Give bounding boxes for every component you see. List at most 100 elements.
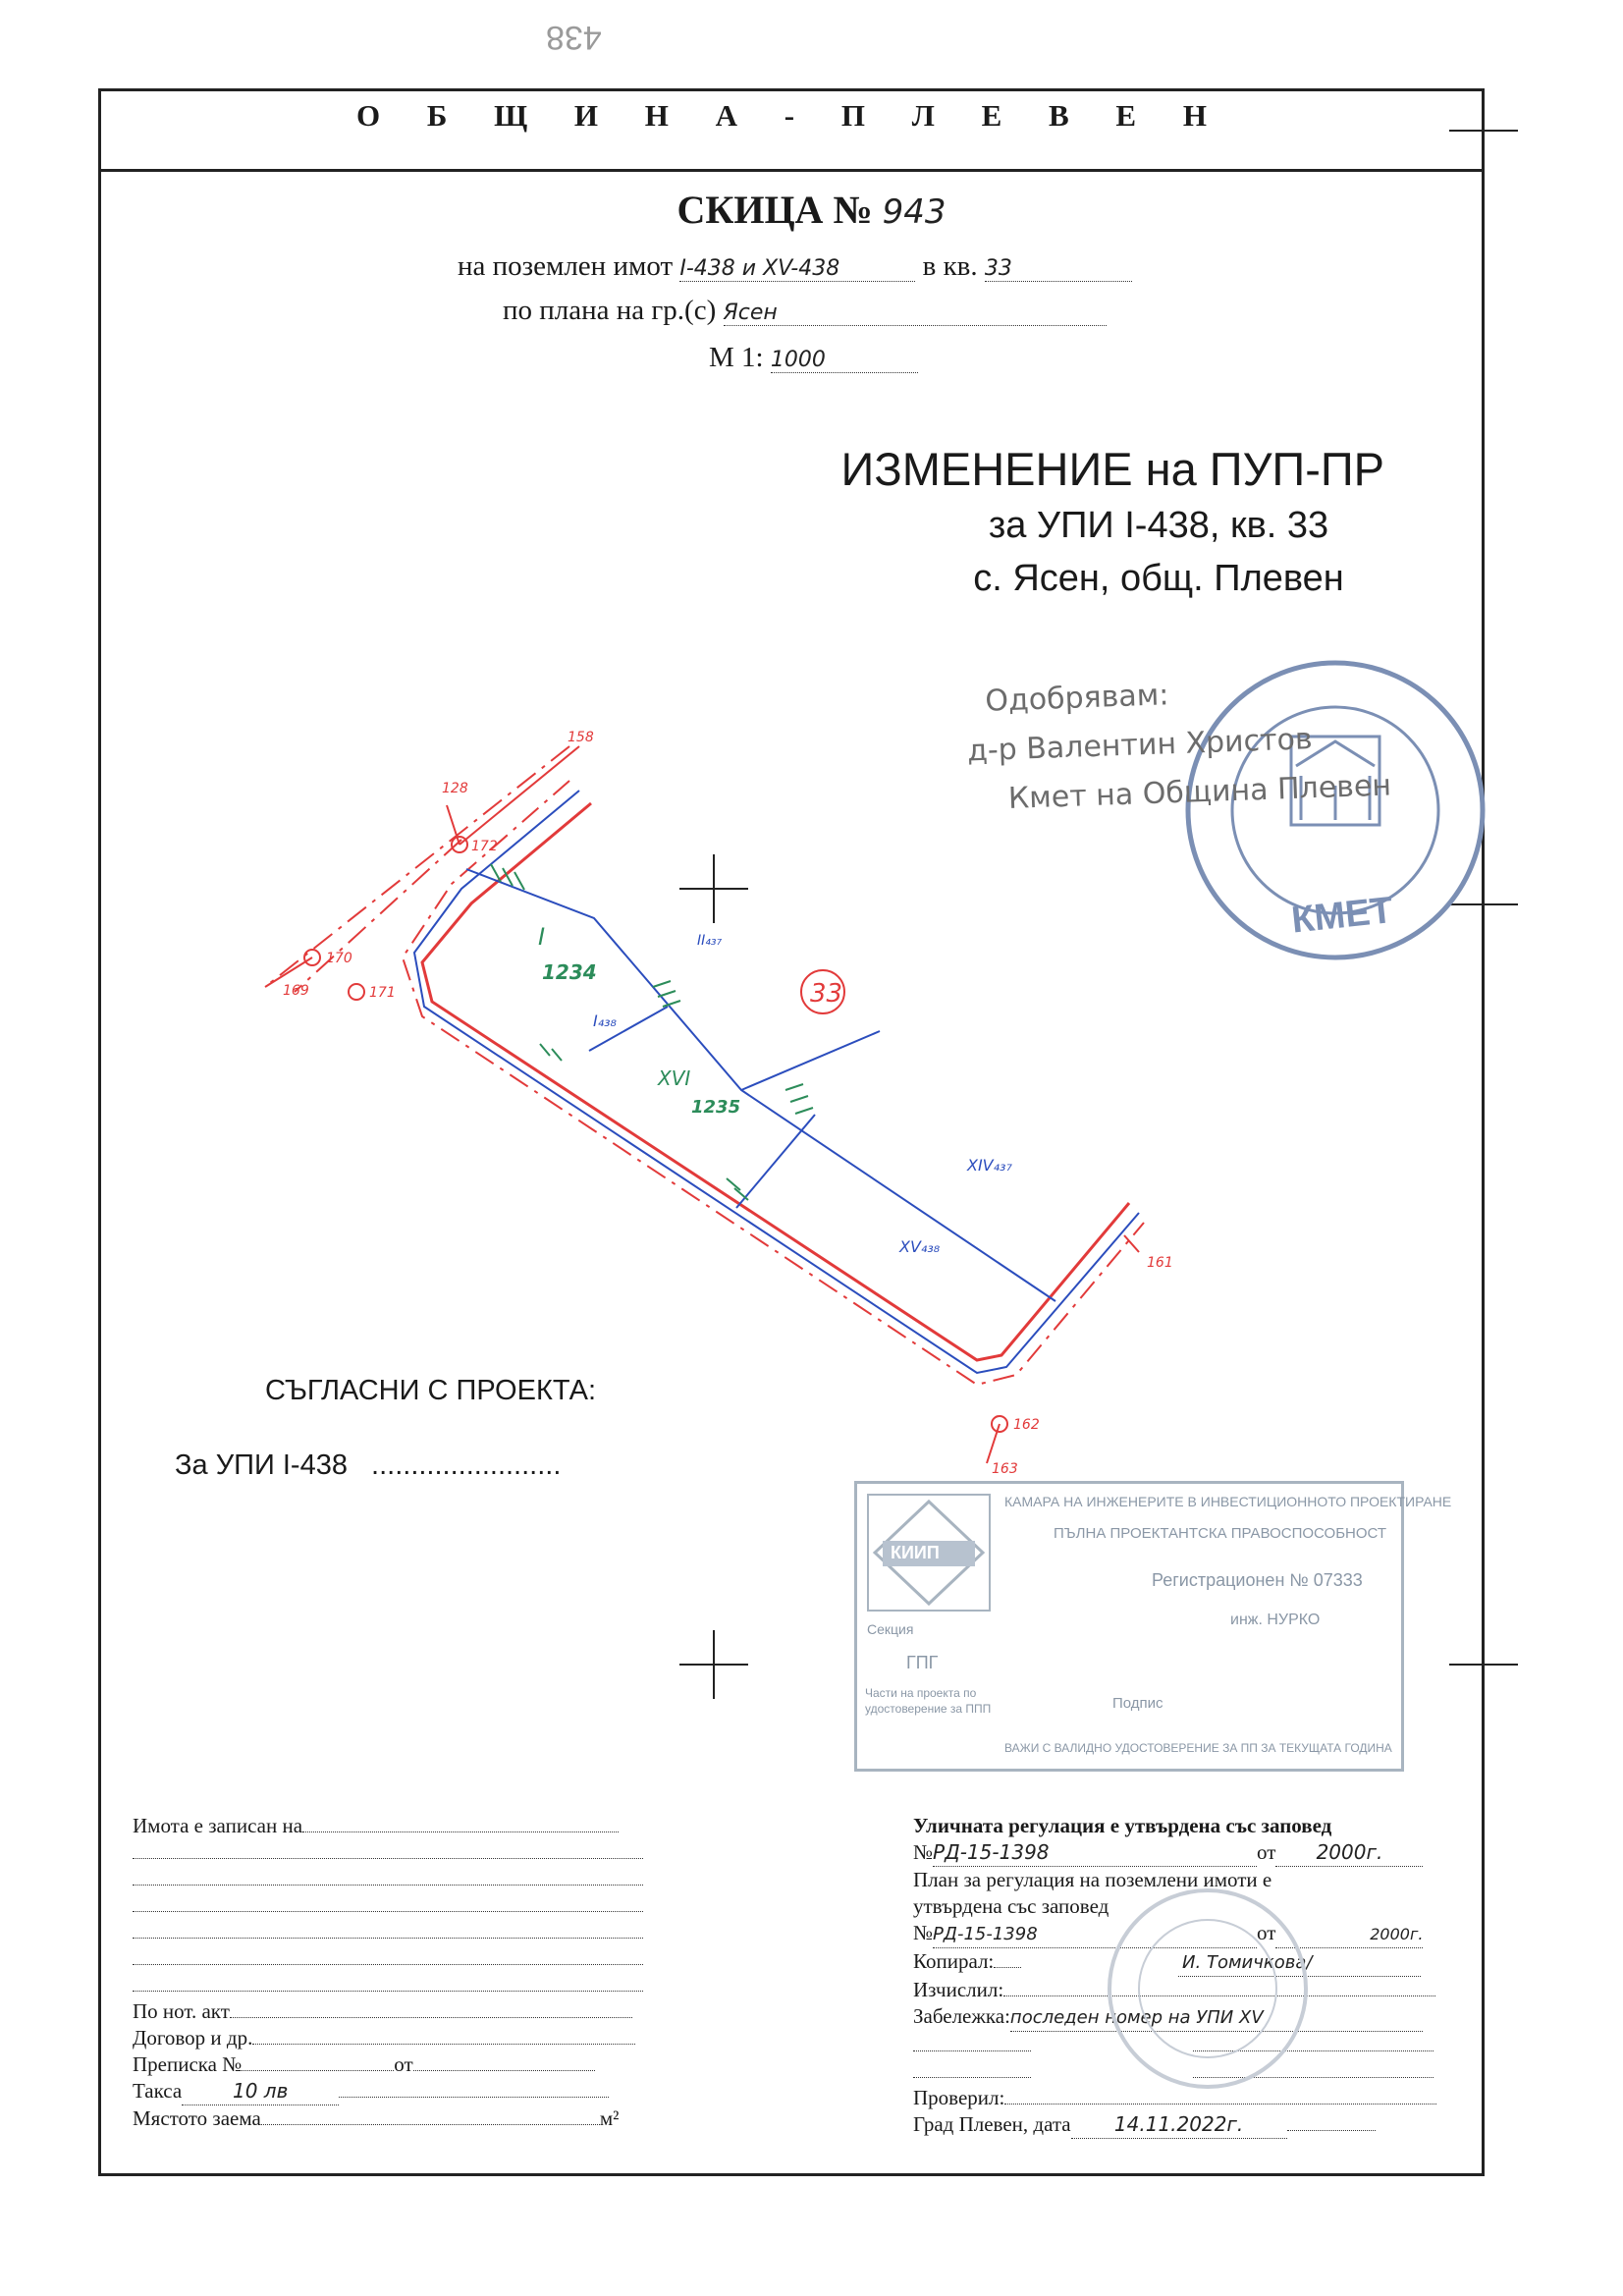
kiip-logo-box: КИИП [867, 1494, 991, 1612]
register-cross [1449, 96, 1518, 165]
pt-161: 161 [1147, 1255, 1173, 1271]
copied-label: Копирал: [913, 1949, 995, 1973]
copy-from-label: от [394, 2052, 413, 2076]
date-value: 14.11.2022г. [1070, 2111, 1287, 2139]
pt-169: 169 [283, 983, 309, 999]
plan-no-label: № [913, 1921, 934, 1944]
direction-arrows [264, 745, 1140, 1464]
project-subject: за УПИ I-438, кв. 33 [988, 505, 1329, 546]
fee-value: 10 лв [182, 2078, 340, 2105]
pt-171: 171 [369, 985, 396, 1001]
boundary-hatches [490, 863, 814, 1201]
agreement-upi: За УПИ I-438 ........................ [175, 1449, 561, 1482]
block-prefix: в кв. [922, 250, 978, 282]
kiip-org: КАМАРА НА ИНЖЕНЕРИТЕ В ИНВЕСТИЦИОННОТО П… [1004, 1494, 1452, 1509]
scale-line: М 1: 1000 [709, 342, 918, 374]
project-location: с. Ясен, общ. Плевен [973, 558, 1344, 599]
parcel-1234-label: 1234 [542, 960, 597, 984]
street-reg-label: Уличната регулация е утвърдена със запов… [913, 1814, 1332, 1837]
agreement-upi-dots: ........................ [371, 1449, 562, 1481]
sketch-number: 943 [882, 192, 947, 232]
road-axis [264, 745, 570, 988]
redacted-signature [1197, 1680, 1398, 1731]
lot-boundary [465, 868, 1056, 1302]
kiip-parts: Части на проекта по удостоверение за ППП [865, 1686, 992, 1716]
agreement-upi-label: За УПИ I-438 [175, 1449, 348, 1481]
note-label: Забележка: [913, 2004, 1010, 2028]
area-label: Мястото заема [133, 2106, 261, 2130]
pt-162: 162 [1013, 1417, 1040, 1433]
kiip-signature: Подпис [1112, 1695, 1163, 1712]
property-value: I-438 и XV-438 [679, 256, 916, 282]
municipality-header: О Б Щ И Н А - П Л Е В Е Н [356, 98, 1226, 133]
register-cross [1449, 1630, 1518, 1699]
lot-boundary [588, 1006, 669, 1052]
plan-date: 2000г. [1275, 1921, 1424, 1948]
property-prefix: на поземлен имот [458, 250, 674, 282]
computed-label: Изчислил: [913, 1978, 1004, 2001]
pt-158: 158 [568, 730, 594, 745]
header-divider [98, 169, 1485, 172]
plan-line: по плана на гр.(с) Ясен [503, 295, 1107, 327]
lot-boundary [735, 1114, 816, 1209]
document-frame [98, 88, 1485, 2176]
scale-value: 1000 [770, 348, 918, 373]
register-cross [679, 854, 748, 923]
project-title: ИЗМЕНЕНИЕ на ПУП-ПР [840, 443, 1384, 495]
lot-xv438-label: XV₄₃₈ [898, 1237, 941, 1256]
street-regulation-line [420, 801, 1131, 1362]
plan-reg-1: План за регулация на поземлени имоти е [913, 1868, 1272, 1891]
property-line: на поземлен имот I-438 и XV-438 в кв. 33 [458, 250, 1132, 283]
register-cross [1449, 870, 1518, 939]
checked-label: Проверил: [913, 2086, 1005, 2109]
scale-prefix: М 1: [709, 342, 764, 373]
pt-172: 172 [471, 839, 498, 854]
plan-prefix: по плана на гр.(с) [503, 295, 717, 326]
lot-i-label: I [538, 923, 545, 951]
plan-no: РД-15-1398 [933, 1921, 1258, 1948]
note-value: последен номер на УПИ XV [1009, 2004, 1423, 2032]
kiip-name: инж. НУРКО [1230, 1612, 1321, 1628]
redacted-block [1021, 1949, 1178, 1989]
road-axis [294, 839, 462, 993]
notary-label: По нот. акт [133, 1999, 230, 2023]
redacted-block [1031, 2048, 1193, 2095]
copy-no-label: Преписка № [133, 2052, 243, 2076]
lot-boundary [740, 1030, 881, 1091]
kiip-stamp: КИИП КАМАРА НА ИНЖЕНЕРИТЕ В ИНВЕСТИЦИОНН… [854, 1481, 1451, 1772]
block-number-circle-label: 33 [810, 979, 842, 1009]
footer-right: Уличната регулация е утвърдена със запов… [913, 1813, 1438, 2139]
pt-128: 128 [442, 781, 468, 796]
lot-i438-label: I₄₃₈ [593, 1011, 618, 1030]
sketch-title-label: СКИЦА № [676, 188, 873, 232]
copied-signature: / И. Томичкова/ [1170, 1949, 1422, 1977]
pt-170: 170 [326, 951, 352, 966]
kiip-section-value: ГПГ [906, 1653, 939, 1672]
plan-date-label: от [1257, 1921, 1276, 1944]
agreement-heading: СЪГЛАСНИ С ПРОЕКТА: [265, 1375, 596, 1406]
survey-points [303, 836, 1008, 1433]
area-unit: м² [599, 2106, 620, 2130]
register-cross [679, 1630, 748, 1699]
street-date-label: от [1257, 1840, 1276, 1864]
street-no-label: № [913, 1840, 934, 1864]
contract-label: Договор и др. [133, 2026, 253, 2050]
municipal-seal-faint [1108, 1888, 1308, 2089]
kiip-reg: Регистрационен № 07333 [1152, 1570, 1363, 1590]
parcel-1235-label: 1235 [691, 1097, 740, 1118]
footer-left: Имота е записан на По нот. акт Договор и… [133, 1813, 653, 2132]
sketch-title: СКИЦА № 943 [0, 187, 1623, 233]
lot-ii437-label: II₄₃₇ [697, 933, 722, 949]
kiip-rights: ПЪЛНА ПРОЕКТАНТСКА ПРАВОСПОСОБНОСТ [1054, 1525, 1387, 1542]
lot-xvi-label: XVI [657, 1066, 690, 1090]
cadastral-line [412, 790, 1140, 1375]
kiip-section: Секция [867, 1621, 914, 1637]
street-regulation-line [401, 780, 1145, 1387]
city-date-label: Град Плевен, дата [913, 2112, 1071, 2136]
street-date: 2000г. [1275, 1839, 1424, 1867]
kiip-valid: ВАЖИ С ВАЛИДНО УДОСТОВЕРЕНИЕ ЗА ПП ЗА ТЕ… [1004, 1741, 1392, 1755]
fee-label: Такса [133, 2079, 183, 2103]
lot-xiv437-label: XIV₄₃₇ [966, 1156, 1012, 1175]
kiip-logo-icon [872, 1499, 986, 1607]
